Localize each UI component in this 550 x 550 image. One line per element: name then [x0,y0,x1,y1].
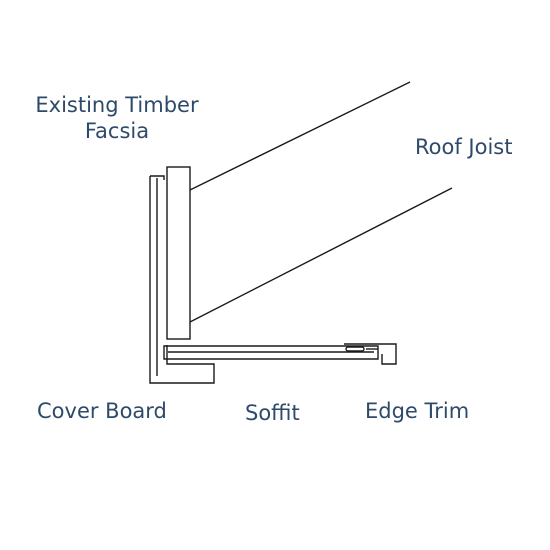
label-roof-joist: Roof Joist [415,135,513,159]
label-facsia-line1: Existing Timber [35,93,199,117]
timber-facsia-board [166,166,191,340]
label-existing-timber-facsia: Existing Timber Facsia [22,92,212,144]
edge-trim [344,343,397,365]
cover-board-outer [149,176,215,384]
edge-trim-lip [345,346,365,352]
cover-board-fold [150,175,165,180]
roof-joist-upper-line [189,81,411,191]
label-facsia-line2: Facsia [84,119,150,143]
label-cover-board: Cover Board [37,399,167,423]
label-soffit: Soffit [245,401,300,425]
soffit-board [163,345,379,360]
label-edge-trim: Edge Trim [365,399,470,423]
roof-joist-lower-line [189,187,453,323]
